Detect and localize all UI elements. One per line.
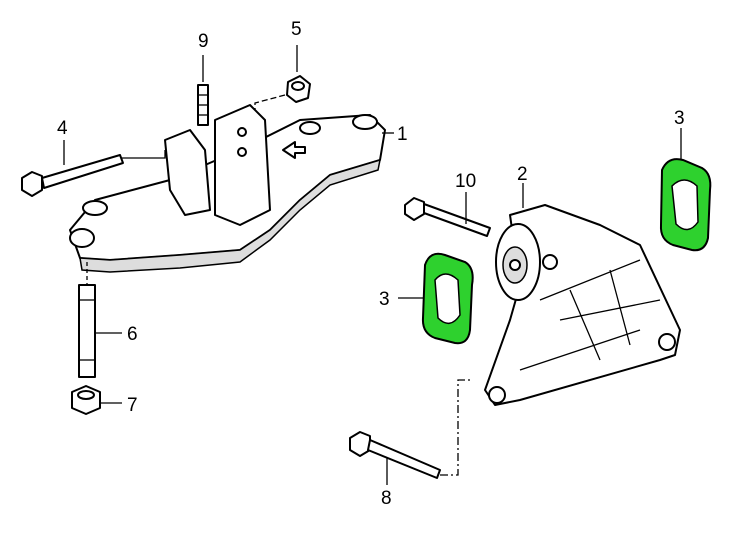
- nut-lower: [71, 385, 122, 415]
- transmission-bracket: [69, 104, 386, 273]
- callout-10: 10: [455, 171, 476, 192]
- stud-lower: [78, 262, 122, 378]
- callout-7: 7: [127, 395, 138, 416]
- stud-top: [197, 55, 209, 126]
- bolt-left: [21, 140, 166, 197]
- engine-mount: [484, 204, 681, 406]
- callout-9: 9: [198, 31, 209, 52]
- callout-8: 8: [381, 488, 392, 509]
- gasket-left: [398, 252, 474, 345]
- callout-3-left: 3: [379, 289, 390, 310]
- callout-1: 1: [397, 124, 408, 145]
- bolt-lower: [349, 379, 470, 485]
- callout-6: 6: [127, 324, 138, 345]
- callout-2: 2: [517, 164, 528, 185]
- gasket-right: [659, 128, 712, 252]
- callout-4: 4: [57, 118, 68, 139]
- nut-top: [254, 45, 311, 110]
- callout-5: 5: [291, 19, 302, 40]
- bolt-mount: [404, 192, 491, 237]
- callout-3-right: 3: [674, 108, 685, 129]
